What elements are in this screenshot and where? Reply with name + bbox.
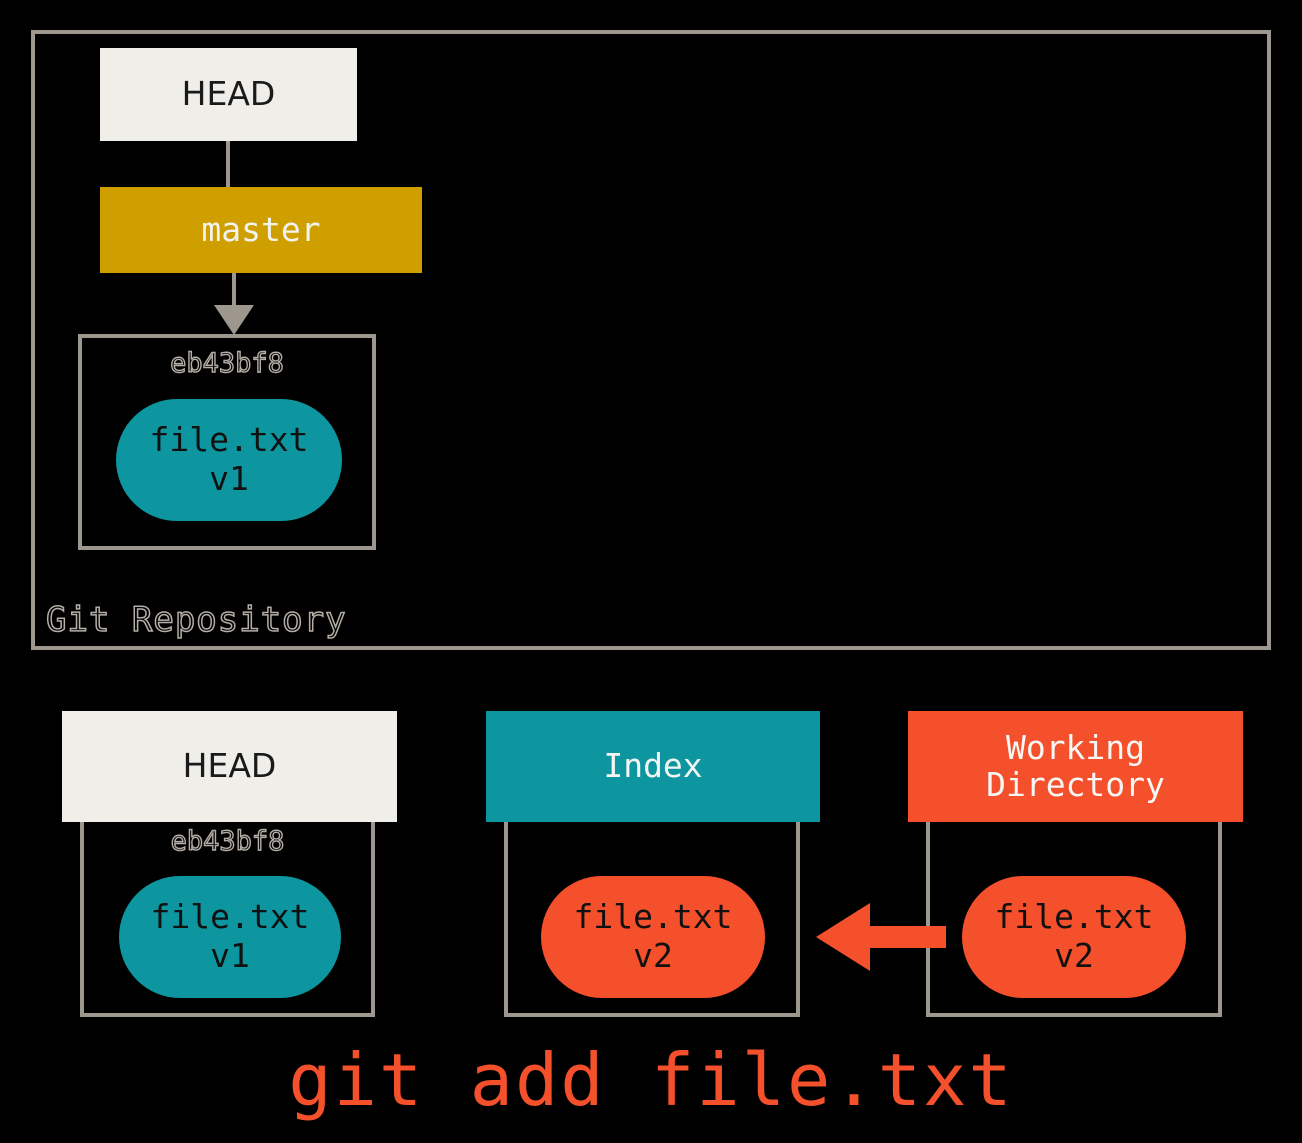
arrow-left-icon <box>816 903 870 971</box>
repository-master-branch-box: master <box>100 187 422 273</box>
head-stage-blob: file.txt v1 <box>119 876 341 998</box>
index-stage-blob: file.txt v2 <box>541 876 765 998</box>
arrow-left-shaft <box>866 926 946 948</box>
repository-commit-blob: file.txt v1 <box>116 399 342 521</box>
arrow-down-icon <box>214 305 254 335</box>
git-repository-label: Git Repository <box>45 599 347 641</box>
working-directory-stage-blob: file.txt v2 <box>962 876 1186 998</box>
connector-head-to-master-line <box>226 141 230 187</box>
repository-commit-box <box>78 334 376 550</box>
git-repository-container <box>31 30 1271 650</box>
working-directory-stage-header: Working Directory <box>908 711 1243 822</box>
command-caption: git add file.txt <box>288 1038 1014 1122</box>
head-stage-header: HEAD <box>62 711 397 822</box>
repository-commit-hash: eb43bf8 <box>169 347 284 379</box>
connector-master-to-commit-line <box>232 273 236 311</box>
index-stage-header: Index <box>486 711 820 822</box>
head-stage-commit-hash: eb43bf8 <box>170 825 285 857</box>
repository-head-box: HEAD <box>100 48 357 141</box>
